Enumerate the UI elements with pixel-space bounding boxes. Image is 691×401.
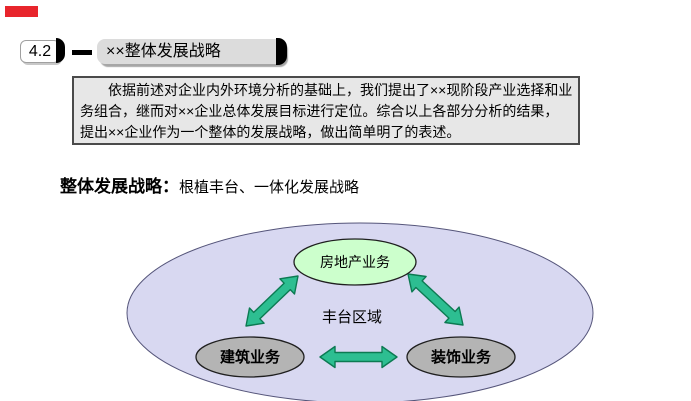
section-number-box: 4.2 — [20, 40, 60, 63]
strategy-heading-value: 根植丰台、一体化发展战略 — [179, 179, 360, 196]
double-arrow-construction-decoration — [319, 345, 398, 369]
title-bar-bracket-icon — [276, 38, 287, 65]
node-label-decoration: 装饰业务 — [430, 348, 492, 366]
double-arrow-realestate-decoration — [407, 273, 464, 326]
summary-line: 务组合，继而对××企业总体发展目标进行定位。综合以上各部分分析的结果， — [80, 103, 559, 119]
section-title-bar: ××整体发展战略 — [97, 39, 285, 64]
red-corner-marker — [5, 6, 38, 17]
header-dash-icon — [72, 50, 92, 55]
summary-text-box: 依据前述对企业内外环境分析的基础上，我们提出了××现阶段产业选择和业 务组合，继… — [72, 76, 580, 145]
node-label-construction: 建筑业务 — [220, 348, 281, 366]
node-decoration — [406, 336, 516, 378]
section-bracket-icon — [56, 38, 65, 63]
node-construction — [195, 336, 305, 378]
summary-line: 提出××企业作为一个整体的发展战略，做出简单明了的表述。 — [80, 124, 461, 140]
strategy-heading: 整体发展战略：根植丰台、一体化发展战略 — [60, 172, 359, 197]
summary-line: 依据前述对企业内外环境分析的基础上，我们提出了××现阶段产业选择和业 — [108, 82, 573, 98]
node-label-real-estate: 房地产业务 — [320, 254, 390, 270]
region-label: 丰台区域 — [322, 309, 382, 326]
strategy-heading-label: 整体发展战略： — [60, 177, 179, 196]
section-title: ××整体发展战略 — [106, 43, 221, 60]
double-arrow-realestate-construction — [245, 275, 299, 327]
node-real-estate — [293, 238, 417, 286]
section-number: 4.2 — [28, 43, 52, 60]
